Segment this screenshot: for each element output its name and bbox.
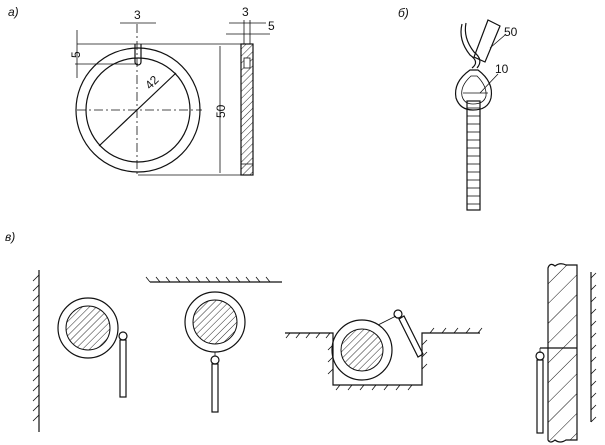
- dim-slot-depth: 5: [69, 51, 83, 58]
- strap-upper-left: [460, 22, 481, 69]
- placement-ceiling: [145, 276, 282, 413]
- diameter-line: [98, 72, 177, 147]
- panel-v-label: в): [5, 230, 15, 244]
- panel-a-label: а): [8, 5, 19, 19]
- loop-outer: [454, 69, 493, 111]
- dim-loop-width: 10: [495, 62, 509, 76]
- dim-strap-width: 50: [504, 25, 518, 39]
- dim-50: 50: [214, 104, 228, 118]
- placement-wall-slab: [535, 263, 597, 443]
- panel-b-strap-drawing: б) 50 10: [398, 6, 518, 211]
- strap-upper-right: [473, 19, 501, 63]
- panel-a-ring-drawing: а) 42 3 5 50 3 5: [8, 5, 275, 176]
- dim-thickness-b: 5: [268, 19, 275, 33]
- dim-thickness-a: 3: [242, 5, 249, 19]
- panel-v-placement-drawings: в): [5, 230, 597, 443]
- strap-lower: [466, 100, 481, 211]
- dim-slot-width: 3: [134, 8, 141, 22]
- placement-trench: [285, 309, 483, 391]
- placement-wall: [32, 270, 128, 432]
- slot: [134, 44, 142, 66]
- panel-b-label: б): [398, 6, 409, 20]
- ring-section-view: [240, 43, 254, 176]
